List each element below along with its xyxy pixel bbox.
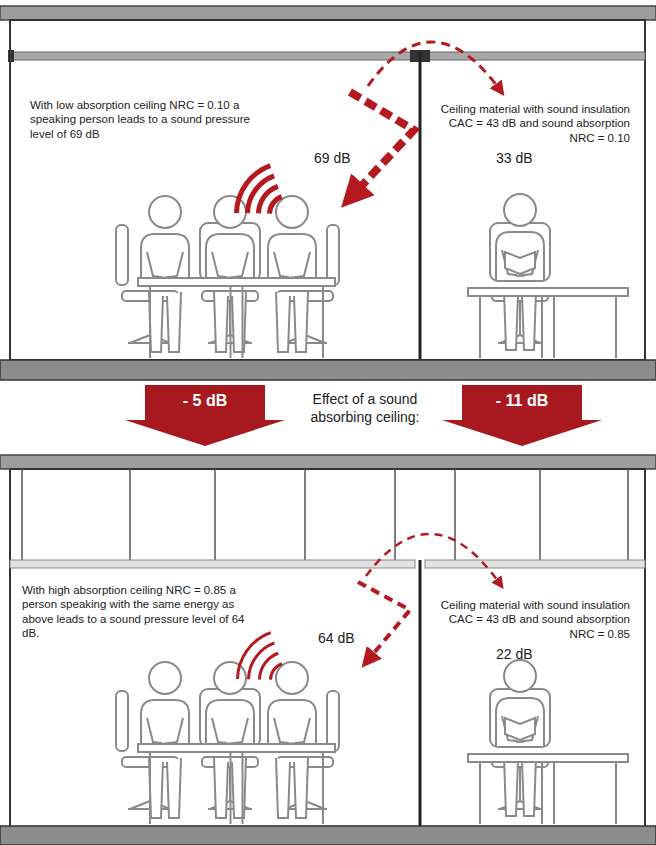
book <box>505 718 535 740</box>
partition-wall <box>419 52 422 362</box>
ceiling-panel <box>425 52 645 60</box>
book <box>505 252 535 274</box>
sound-waves <box>236 631 283 680</box>
table <box>138 744 335 824</box>
floor-slab <box>0 360 656 380</box>
absorbing-ceiling <box>425 560 645 568</box>
floor-slab <box>0 826 656 845</box>
person <box>496 194 544 350</box>
note-text: With low absorption ceiling NRC = 0.10 a… <box>30 98 262 141</box>
reduction-arrow: - 11 dB <box>442 385 602 446</box>
ceiling-slab <box>0 455 656 469</box>
ceiling-clip <box>8 50 14 62</box>
suspension-rod <box>304 469 306 560</box>
suspension-rods <box>22 469 628 560</box>
ceiling-slab <box>0 6 656 20</box>
ceiling-panel <box>10 52 415 60</box>
room-frame <box>10 20 645 360</box>
table <box>468 288 628 358</box>
suspension-rod <box>627 469 629 560</box>
people <box>116 163 628 824</box>
reduction-value: - 5 dB <box>125 385 285 410</box>
room-frame <box>10 469 645 827</box>
level-value: 69 dB <box>314 150 364 168</box>
note-text: Ceiling material with sound insulation C… <box>438 598 630 641</box>
person <box>268 196 316 352</box>
room-scene <box>116 163 628 358</box>
person <box>141 196 189 352</box>
transmitted-sound-path <box>368 42 500 90</box>
table <box>138 278 335 358</box>
note-text: With high absorption ceiling NRC = 0.85 … <box>22 583 262 641</box>
suspension-rod <box>394 469 396 560</box>
person <box>268 662 316 818</box>
sound-waves <box>234 163 283 213</box>
room-scene <box>116 631 628 824</box>
level-value: 64 dB <box>318 630 368 648</box>
absorbing-ceiling <box>10 560 415 568</box>
suspension-rod <box>129 469 131 560</box>
level-value: 22 dB <box>496 646 556 664</box>
reduction-arrow: - 5 dB <box>125 385 285 446</box>
suspension-rod <box>454 469 456 560</box>
reflected-sound-path <box>350 92 414 196</box>
suspension-rod <box>21 469 23 560</box>
transmitted-sound-path <box>366 534 500 584</box>
person <box>141 662 189 818</box>
person <box>496 660 544 816</box>
section-heading: Effect of a sound absorbing ceiling: <box>300 391 430 426</box>
table <box>468 754 628 824</box>
reflected-sound-path <box>358 582 410 660</box>
note-text: Ceiling material with sound insulation C… <box>438 102 630 145</box>
partition-wall <box>419 560 422 828</box>
level-value: 33 dB <box>496 150 556 168</box>
suspension-rod <box>539 469 541 560</box>
suspension-rod <box>214 469 216 560</box>
reduction-value: - 11 dB <box>442 385 602 410</box>
